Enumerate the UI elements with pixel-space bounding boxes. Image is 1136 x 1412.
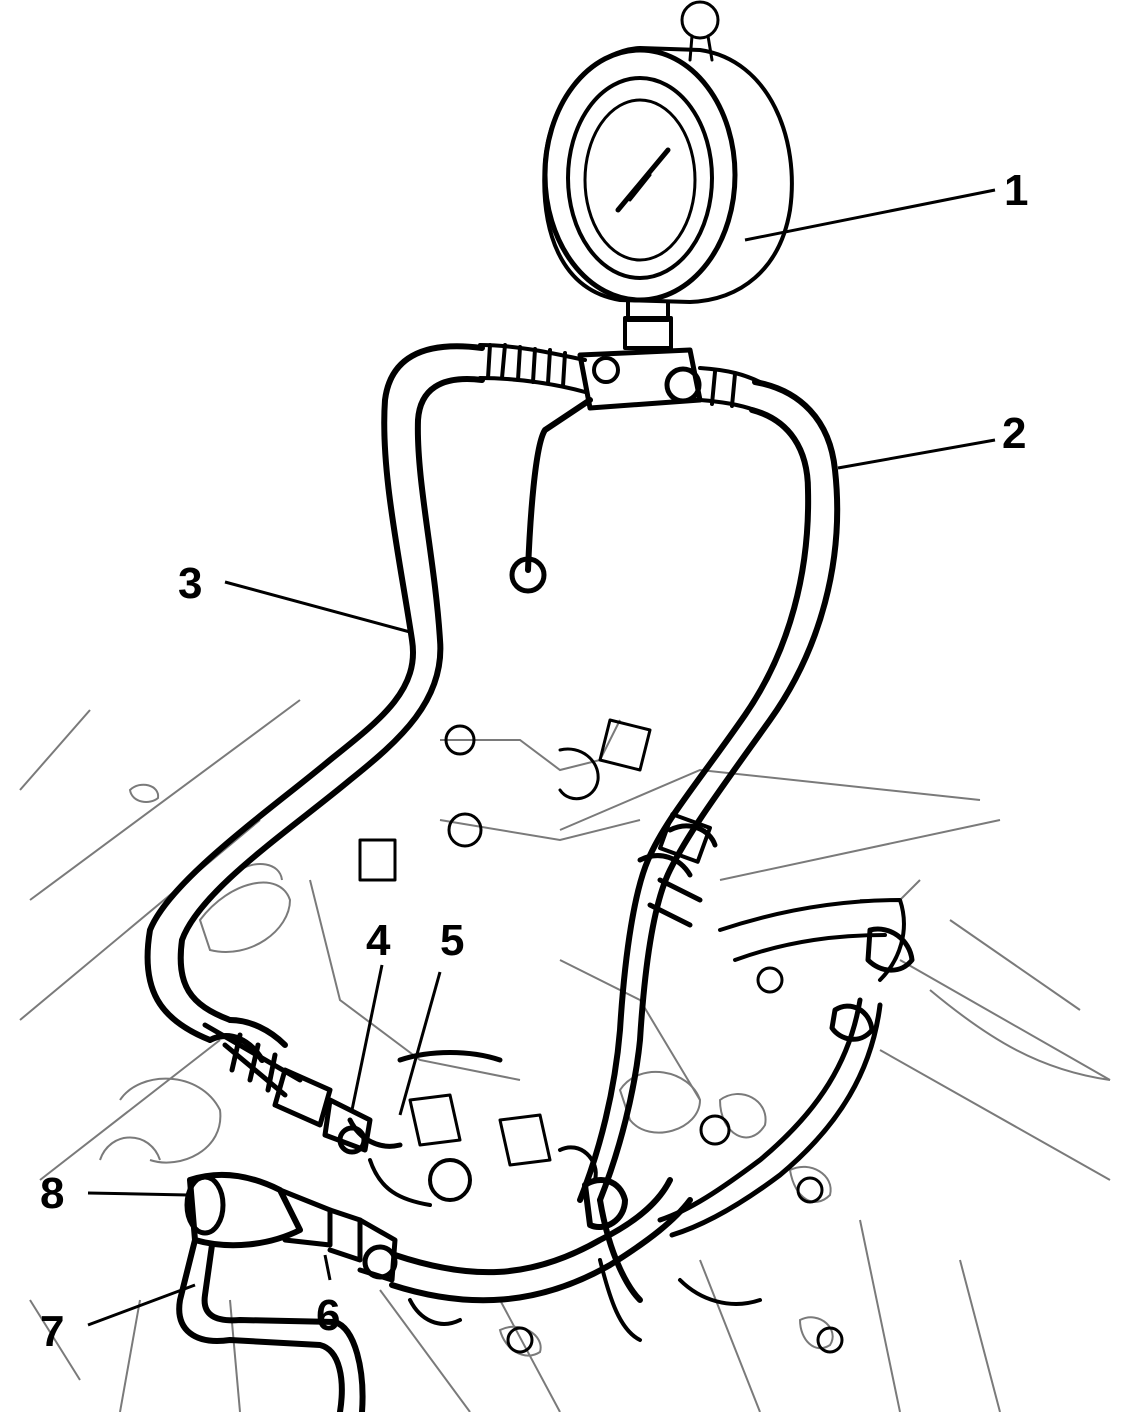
manifold	[478, 343, 762, 594]
engine-fittings	[358, 718, 844, 1354]
lower-fittings	[176, 1050, 762, 1412]
pressure-gauge	[542, 0, 794, 350]
callout-7: 7	[40, 1307, 64, 1356]
callout-8: 8	[40, 1169, 64, 1218]
engine-background	[19, 699, 1111, 1412]
callout-5: 5	[440, 916, 464, 965]
callout-4: 4	[366, 916, 391, 965]
callout-2: 2	[1002, 409, 1026, 458]
callout-6: 6	[316, 1291, 340, 1340]
hose-3	[144, 343, 485, 1155]
callout-1: 1	[1004, 166, 1028, 215]
hose-2	[577, 379, 841, 1203]
leader-lines	[87, 188, 996, 1327]
return-pipe	[657, 898, 915, 1238]
callouts: 1 2 3 4 5 6 7 8	[40, 166, 1028, 1356]
callout-3: 3	[178, 559, 202, 608]
